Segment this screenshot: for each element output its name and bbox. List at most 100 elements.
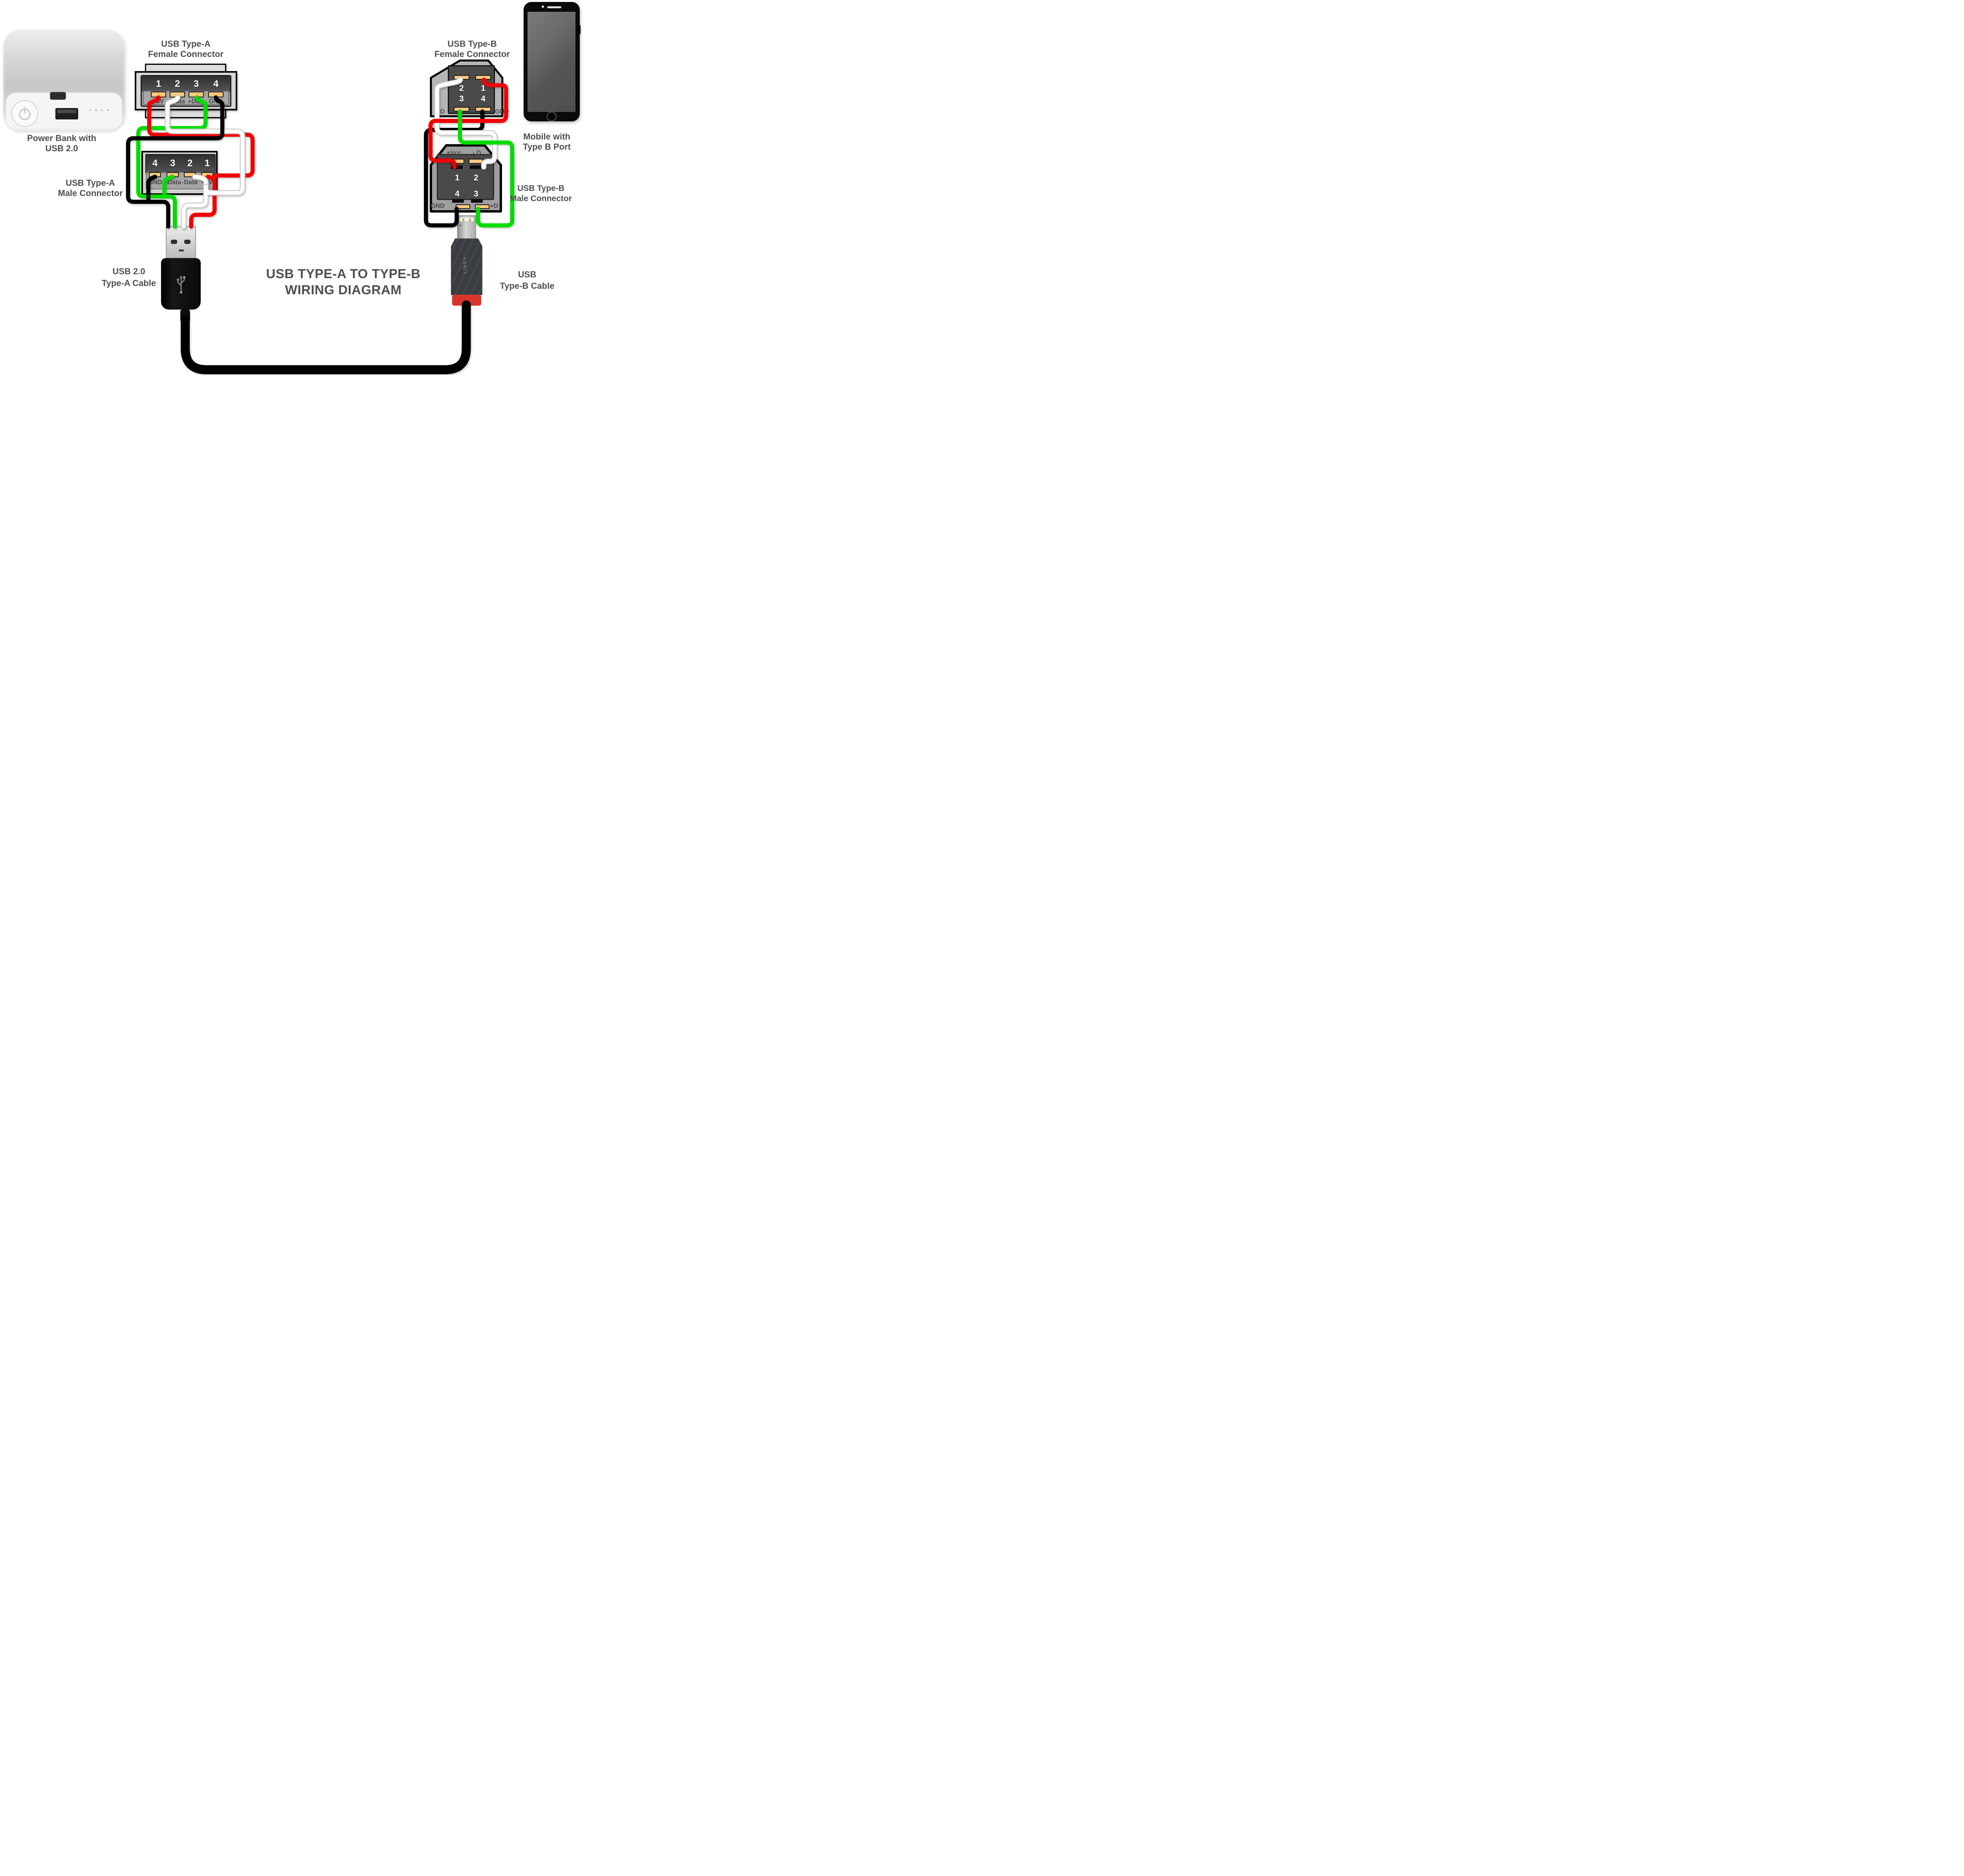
b-cable-label-line1: USB <box>518 270 537 279</box>
b-female-pad-4 <box>475 107 491 112</box>
b-male-signal-vcc: +Vcc <box>447 150 462 156</box>
b-male-pad-3-contact <box>471 199 483 203</box>
b-female-signal-minus-d: - D <box>457 67 466 74</box>
b-male-pad-2-contact <box>470 165 482 169</box>
b-female-label: USB Type-B Female Connector <box>421 39 523 59</box>
battery-led-4 <box>107 109 109 111</box>
a-female-pin-4-number: 4 <box>213 79 219 89</box>
diagram-title-line1: USB TYPE-A TO TYPE-B <box>266 266 421 281</box>
b-male-pad-2 <box>469 159 483 164</box>
a-male-label-line1: USB Type-A <box>66 178 115 188</box>
phone-home-button <box>547 112 557 121</box>
a-male-pad-4 <box>149 172 161 177</box>
cable-run <box>181 300 471 374</box>
b-cable-label: USB Type-B Cable <box>476 269 578 292</box>
power-bank-image <box>3 29 125 130</box>
a-male-label-line2: Male Connector <box>58 188 123 198</box>
b-male-label-line1: USB Type-B <box>517 184 564 193</box>
a-male-pin-3-number: 3 <box>170 158 176 169</box>
a-male-pin-1-signal: +5V <box>201 179 213 186</box>
a-male-pin-2-signal: -Data <box>181 179 198 186</box>
b-female-signal-vcc: +Vcc <box>476 67 491 74</box>
phone-camera-icon <box>542 6 544 8</box>
power-button <box>11 100 38 127</box>
usb-b-plug-slot <box>459 225 462 226</box>
a-female-pad-4 <box>208 92 224 97</box>
usb-a-plug-strain-relief <box>180 309 190 323</box>
battery-led-3 <box>101 109 103 111</box>
usb-b-pin-right <box>469 218 471 221</box>
b-female-pad-3 <box>454 107 469 112</box>
b-female-pin-4-number: 4 <box>481 94 486 103</box>
power-icon <box>19 106 31 120</box>
b-female-label-line2: Female Connector <box>434 49 510 59</box>
b-cable-label-line2: Type-B Cable <box>500 281 555 291</box>
a-female-label-line2: Female Connector <box>148 49 224 59</box>
a-female-pin-2-number: 2 <box>174 79 180 89</box>
b-male-signal-gnd: GND <box>431 203 445 209</box>
diagram-title-line2: WIRING DIAGRAM <box>285 282 402 297</box>
a-male-pin-3-signal: +Data <box>163 179 181 186</box>
a-male-pin-4-number: 4 <box>152 158 158 169</box>
phone-speaker <box>547 6 561 8</box>
b-male-signal-minus-d: - D <box>473 150 481 156</box>
b-female-pad-1 <box>475 75 491 80</box>
mobile-phone-image <box>524 2 581 121</box>
a-cable-label-line2: Type-A Cable <box>101 278 156 288</box>
a-female-pin-1-number: 1 <box>156 79 161 89</box>
usb-b-plug-overmold: LINDY <box>451 238 482 295</box>
usb-a-plug-slit <box>179 249 184 251</box>
usb-a-plug-shell <box>166 226 196 259</box>
a-female-pin-area <box>142 76 230 92</box>
mobile-label-line2: Type B Port <box>523 142 571 152</box>
usb-b-plug-red-band <box>452 295 481 306</box>
a-male-pin-4-signal: GND <box>148 179 162 186</box>
a-female-pin-2-signal: -Data <box>169 98 185 105</box>
battery-led-2 <box>95 109 97 111</box>
b-male-pin-4-number: 4 <box>455 189 460 198</box>
b-female-pin-2-number: 2 <box>459 84 464 93</box>
b-male-pin-2-number: 2 <box>474 173 478 182</box>
usb-a-plug-slot-right <box>184 240 191 244</box>
diagram-title: USB TYPE-A TO TYPE-B WIRING DIAGRAM <box>243 266 444 298</box>
usb-trident-icon <box>177 275 185 294</box>
a-female-pin-1-signal: +5V <box>152 98 164 105</box>
b-male-label-line2: Male Connector <box>510 194 572 203</box>
a-female-label-line1: USB Type-A <box>161 39 211 49</box>
a-cable-label-line1: USB 2.0 <box>112 266 145 276</box>
usb-b-plug-inner <box>459 217 474 222</box>
power-bank-label: Power Bank with USB 2.0 <box>11 133 113 154</box>
b-male-pin-1-number: 1 <box>455 173 460 182</box>
b-female-pin-1-number: 1 <box>481 84 486 93</box>
battery-led-1 <box>89 109 91 111</box>
a-female-pin-3-signal: +Data <box>187 98 205 105</box>
usb-wiring-diagram: LINDY 1 2 3 4 +5V -Data +Data GND 4 3 2 <box>0 0 586 375</box>
b-female-label-line1: USB Type-B <box>447 39 497 49</box>
b-female-signal-plus-d: +D <box>436 108 445 115</box>
usb-a-port <box>55 108 78 119</box>
b-female-signal-gnd: GND <box>495 108 509 115</box>
b-female-pad-2 <box>454 75 469 80</box>
a-female-pad-3 <box>189 92 204 97</box>
micro-usb-port <box>50 92 66 100</box>
a-male-pin-1-number: 1 <box>204 158 210 169</box>
a-female-pin-4-signal: GND <box>209 98 223 105</box>
usb-b-pin-left <box>462 218 464 221</box>
a-female-pin-3-number: 3 <box>193 79 199 89</box>
a-male-pad-1 <box>201 172 213 177</box>
b-female-pin-3-number: 3 <box>459 94 464 103</box>
a-male-pin-2-number: 2 <box>187 158 193 169</box>
usb-a-plug-slot-left <box>171 240 177 244</box>
a-male-pad-2 <box>184 172 196 177</box>
b-male-pad-1 <box>450 159 464 164</box>
b-male-pin-area <box>437 154 494 200</box>
mobile-label: Mobile with Type B Port <box>496 132 586 152</box>
phone-screen <box>528 12 575 112</box>
b-male-label: USB Type-B Male Connector <box>496 183 586 204</box>
b-male-pad-1-contact <box>451 165 463 169</box>
power-bank-label-line1: Power Bank with <box>27 133 97 143</box>
b-male-pad-4-contact <box>452 199 464 203</box>
usb-a-port-tongue <box>57 110 76 113</box>
a-cable-label: USB 2.0 Type-A Cable <box>78 266 180 289</box>
a-female-pad-2 <box>170 92 185 97</box>
